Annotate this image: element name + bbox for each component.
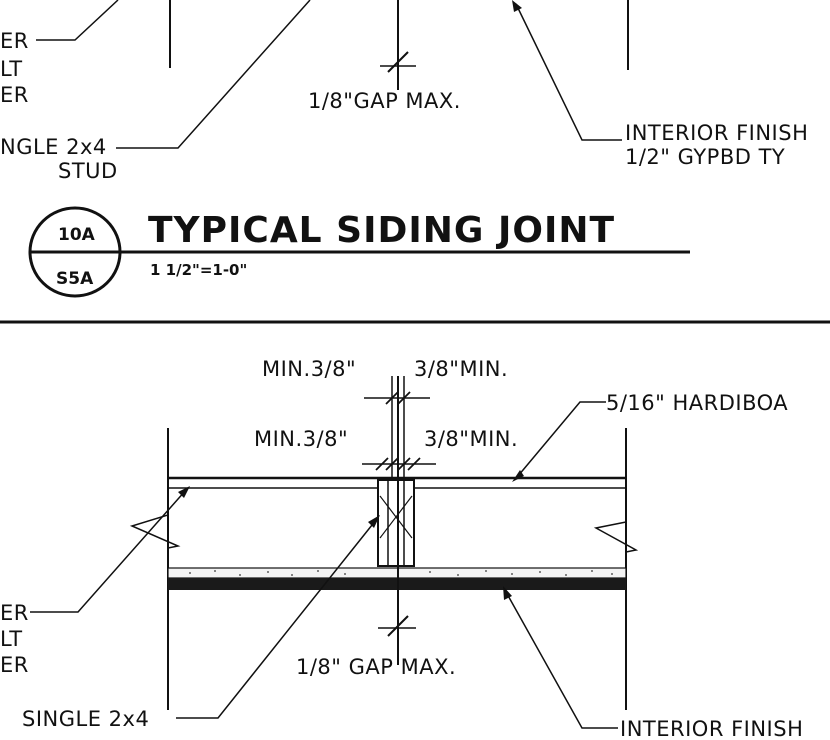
dim-mid-right: 3/8"MIN. (424, 427, 518, 451)
gap-dim-tick (387, 615, 409, 637)
top-leader-interior (515, 3, 622, 141)
stud-cross (379, 495, 413, 539)
arrow-er-bottom (178, 486, 190, 498)
top-interior-finish-2: 1/2" GYPBD TY (625, 145, 785, 169)
bottom-label-er-1: ER (0, 601, 29, 625)
leader-hardiboard (517, 401, 606, 477)
top-stud-label-1: NGLE 2x4 (0, 135, 107, 159)
bottom-detail: MIN.3/8" 3/8"MIN. MIN.3/8" 3/8"MIN. 5/16… (0, 357, 803, 740)
top-leader-arrow (512, 0, 522, 12)
detail-number: 10A (58, 225, 96, 245)
bottom-gap-label: 1/8" GAP MAX. (296, 655, 456, 679)
top-gap-label: 1/8"GAP MAX. (308, 89, 461, 113)
dim-tick-mid-3 (397, 457, 411, 471)
dim-tick-mid-4 (407, 457, 421, 471)
bottom-label-er-2: ER (0, 653, 29, 677)
dim-top-right: 3/8"MIN. (414, 357, 508, 381)
top-label-lt: LT (0, 57, 23, 81)
sheathing-speckle (189, 570, 613, 576)
leader-interior-bottom (505, 591, 618, 729)
top-interior-finish-1: INTERIOR FINISH (625, 121, 808, 145)
top-label-er-2: ER (0, 83, 29, 107)
dim-tick-mid-1 (375, 457, 389, 471)
right-break-line (593, 488, 639, 575)
dim-mid-left: MIN.3/8" (254, 427, 348, 451)
top-leader-er (36, 0, 119, 41)
hardiboard-label: 5/16" HARDIBOA (606, 391, 788, 415)
top-gap-tick (387, 51, 409, 73)
arrow-interior-bottom (503, 586, 512, 600)
bottom-interior-finish: INTERIOR FINISH (620, 717, 803, 740)
dim-tick-top-1 (385, 391, 399, 405)
sheet-number: S5A (56, 269, 94, 289)
detail-scale: 1 1/2"=1-0" (150, 261, 247, 279)
top-detail: ER LT ER 1/8"GAP MAX. NGLE 2x4 STUD INTE… (0, 0, 808, 183)
detail-title: TYPICAL SIDING JOINT (148, 210, 615, 251)
leader-stud-bottom (176, 519, 377, 719)
dim-tick-top-2 (397, 391, 411, 405)
title-block: 10A S5A TYPICAL SIDING JOINT 1 1/2"=1-0" (28, 206, 690, 298)
arrow-stud-bottom (368, 515, 380, 528)
bottom-label-lt: LT (0, 627, 23, 651)
stud-outline (377, 479, 415, 567)
arrow-hardiboard (512, 470, 524, 482)
top-leader-stud (116, 0, 311, 149)
dim-top-left: MIN.3/8" (262, 357, 356, 381)
left-break-line (129, 488, 181, 575)
top-stud-label-2: STUD (58, 159, 118, 183)
leader-er-bottom (30, 489, 187, 613)
bottom-stud-label: SINGLE 2x4 (22, 707, 149, 731)
top-label-er-1: ER (0, 29, 29, 53)
dim-tick-mid-2 (385, 457, 399, 471)
